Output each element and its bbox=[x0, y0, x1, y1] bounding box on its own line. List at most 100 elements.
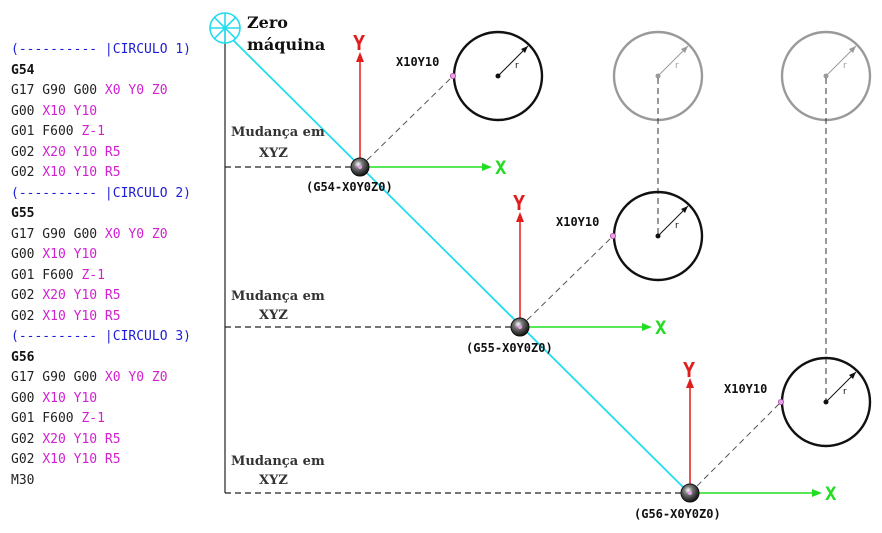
code-comment: (---------- |CIRCULO 2) bbox=[11, 185, 192, 201]
code-argument: X10 Y10 bbox=[42, 390, 98, 406]
code-comment-line: (---------- |CIRCULO 1) bbox=[11, 40, 226, 61]
code-argument: X20 Y10 R5 bbox=[42, 288, 121, 303]
code-line: G02 X10 Y10 R5 bbox=[11, 307, 226, 328]
code-wcs-line: G55 bbox=[11, 204, 226, 225]
code-keyword: G02 bbox=[11, 288, 43, 303]
code-line: G02 X10 Y10 R5 bbox=[11, 450, 226, 471]
svg-text:X10Y10: X10Y10 bbox=[556, 215, 599, 229]
svg-text:Mudança em: Mudança em bbox=[231, 125, 325, 140]
code-keyword: G00 bbox=[11, 103, 43, 119]
code-line: G02 X10 Y10 R5 bbox=[11, 163, 226, 184]
svg-text:X10Y10: X10Y10 bbox=[724, 382, 767, 396]
code-line: G00 X10 Y10 bbox=[11, 389, 226, 410]
machine-zero-label-1: Zero bbox=[247, 13, 288, 32]
code-keyword: G02 bbox=[11, 144, 43, 160]
code-argument: X10 Y10 bbox=[42, 103, 98, 119]
code-keyword: G02 bbox=[11, 452, 43, 467]
machine-zero-icon bbox=[209, 12, 241, 44]
offset-change-1: Mudança em XYZ bbox=[225, 125, 360, 168]
origin-label-g54: (G54-X0Y0Z0) bbox=[306, 180, 393, 194]
origin-point-g56 bbox=[680, 483, 700, 503]
svg-text:Mudança em: Mudança em bbox=[231, 289, 325, 304]
machine-zero-label-2: máquina bbox=[247, 35, 325, 54]
code-comment: (---------- |CIRCULO 1) bbox=[11, 42, 192, 57]
ghost-circle-1: r bbox=[612, 30, 704, 122]
code-wcs: G56 bbox=[11, 349, 35, 365]
code-wcs-line: G56 bbox=[11, 348, 226, 369]
code-keyword: G02 bbox=[11, 431, 43, 447]
axes-g55: Y X bbox=[513, 191, 667, 339]
code-end: M30 bbox=[11, 472, 35, 488]
svg-text:r: r bbox=[675, 61, 679, 71]
code-argument: X0 Y0 Z0 bbox=[104, 226, 168, 242]
svg-text:X: X bbox=[655, 317, 667, 339]
code-argument: X20 Y10 R5 bbox=[42, 431, 121, 447]
code-wcs: G54 bbox=[11, 62, 35, 78]
svg-text:r: r bbox=[515, 61, 519, 71]
code-line: G02 X20 Y10 R5 bbox=[11, 143, 226, 164]
svg-text:Mudança em: Mudança em bbox=[231, 454, 325, 469]
circle-g55: r X10Y10 bbox=[519, 190, 704, 328]
circle-g56: r X10Y10 bbox=[689, 356, 872, 494]
offset-change-2: Mudança em XYZ bbox=[225, 289, 520, 328]
code-keyword: G17 G90 G00 bbox=[11, 83, 105, 98]
code-keyword: G17 G90 G00 bbox=[11, 370, 105, 385]
code-keyword: G01 F600 bbox=[11, 411, 82, 426]
svg-text:XYZ: XYZ bbox=[259, 473, 288, 488]
svg-text:r: r bbox=[843, 387, 847, 397]
svg-text:Y: Y bbox=[353, 31, 365, 55]
code-keyword: G00 bbox=[11, 247, 43, 262]
svg-text:X: X bbox=[495, 157, 507, 179]
code-keyword: G17 G90 G00 bbox=[11, 226, 105, 242]
code-wcs: G55 bbox=[11, 206, 35, 221]
code-line: G00 X10 Y10 bbox=[11, 102, 226, 123]
code-comment-line: (---------- |CIRCULO 3) bbox=[11, 327, 226, 348]
code-argument: X10 Y10 R5 bbox=[42, 308, 121, 324]
code-line: G01 F600 Z-1 bbox=[11, 409, 226, 430]
code-keyword: G01 F600 bbox=[11, 124, 82, 139]
code-argument: X10 Y10 bbox=[42, 247, 98, 262]
code-wcs-line: G54 bbox=[11, 61, 226, 82]
code-comment-line: (---------- |CIRCULO 2) bbox=[11, 184, 226, 205]
offset-path bbox=[232, 39, 691, 495]
code-keyword: G02 bbox=[11, 308, 43, 324]
axes-g56: Y X bbox=[683, 358, 837, 505]
offset-change-3: Mudança em XYZ bbox=[231, 454, 325, 488]
origin-point-g54 bbox=[350, 157, 370, 177]
axes-g54: Y X bbox=[353, 31, 507, 179]
svg-text:Y: Y bbox=[683, 358, 695, 382]
origin-label-g56: (G56-X0Y0Z0) bbox=[634, 507, 721, 521]
svg-text:Y: Y bbox=[513, 191, 525, 215]
code-argument: Z-1 bbox=[81, 411, 105, 426]
code-keyword: G00 bbox=[11, 390, 43, 406]
ghost-circle-2: r bbox=[780, 30, 872, 122]
origin-label-g55: (G55-X0Y0Z0) bbox=[466, 341, 553, 355]
code-line: G02 X20 Y10 R5 bbox=[11, 430, 226, 451]
code-argument: X20 Y10 R5 bbox=[42, 144, 121, 160]
code-line: G17 G90 G00 X0 Y0 Z0 bbox=[11, 225, 226, 246]
code-argument: X0 Y0 Z0 bbox=[104, 370, 168, 385]
circle-g54: r X10Y10 bbox=[359, 30, 544, 168]
code-end-line: M30 bbox=[11, 471, 226, 492]
code-line: G01 F600 Z-1 bbox=[11, 266, 226, 287]
code-argument: Z-1 bbox=[81, 267, 105, 283]
svg-text:r: r bbox=[675, 221, 679, 231]
svg-text:XYZ: XYZ bbox=[259, 146, 288, 161]
svg-text:r: r bbox=[843, 61, 847, 71]
code-line: G17 G90 G00 X0 Y0 Z0 bbox=[11, 368, 226, 389]
svg-text:X: X bbox=[825, 483, 837, 505]
svg-text:XYZ: XYZ bbox=[259, 308, 288, 323]
code-argument: X10 Y10 R5 bbox=[42, 452, 121, 467]
svg-text:X10Y10: X10Y10 bbox=[396, 55, 439, 69]
code-line: G17 G90 G00 X0 Y0 Z0 bbox=[11, 81, 226, 102]
code-comment: (---------- |CIRCULO 3) bbox=[11, 329, 192, 344]
code-argument: X0 Y0 Z0 bbox=[104, 83, 168, 98]
code-keyword: G02 bbox=[11, 165, 43, 180]
code-argument: X10 Y10 R5 bbox=[42, 165, 121, 180]
code-keyword: G01 F600 bbox=[11, 267, 82, 283]
code-line: G00 X10 Y10 bbox=[11, 245, 226, 266]
code-line: G02 X20 Y10 R5 bbox=[11, 286, 226, 307]
origin-point-g55 bbox=[510, 317, 530, 337]
